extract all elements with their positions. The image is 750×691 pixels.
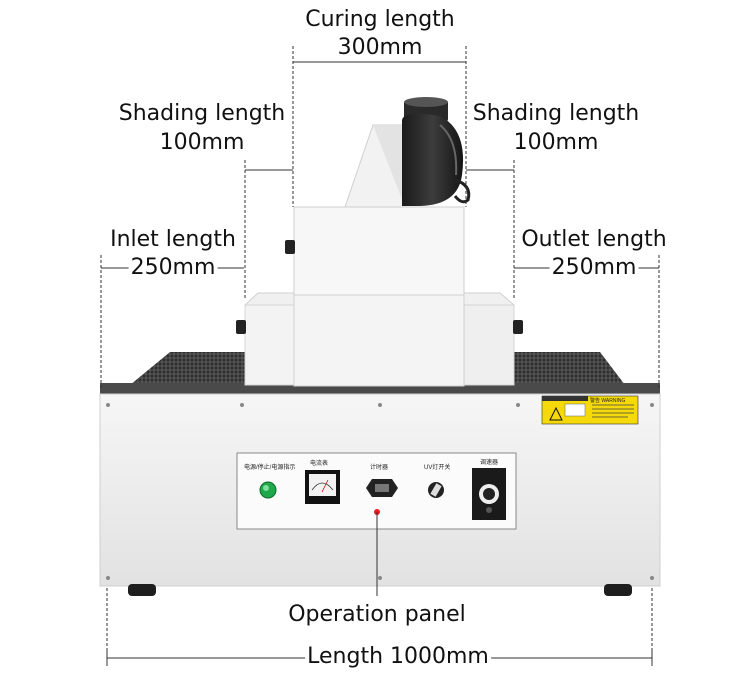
outlet-length-value: 250mm [549,255,639,281]
warning-sticker [541,395,639,425]
ammeter-gauge [305,470,340,504]
lamp-housing [285,124,465,387]
ammeter-caption: 电流表 [310,461,329,467]
shading-length-left-label: Shading length [116,101,288,127]
counter-display [366,479,398,497]
conveyor-belt [100,352,660,395]
inlet-length-value: 250mm [128,255,218,281]
power-caption: 电源/停止/电源指示 [244,465,296,471]
power-button[interactable] [259,481,277,499]
speed-controller[interactable] [472,468,506,520]
cooling-fan [402,97,471,206]
shading-length-left-value: 100mm [157,130,247,156]
warning-caption: 警告 WARNING [590,398,626,404]
curing-length-value: 300mm [337,35,423,60]
total-length-label: Length 1000mm [305,644,491,670]
curing-length-label: Curing length [303,7,457,33]
dimension-lines [100,46,660,668]
shading-length-right-label: Shading length [470,101,642,127]
counter-caption: 计时器 [370,465,389,471]
operation-panel-label: Operation panel [286,602,468,628]
uv-switch-caption: UV灯开关 [424,465,451,471]
inlet-length-label: Inlet length [108,227,238,253]
uv-lamp-switch[interactable] [428,482,444,498]
shading-cover-left [236,292,297,386]
speed-caption: 调速器 [480,460,499,466]
shading-length-right-value: 100mm [511,130,601,156]
shading-cover-right [463,292,523,386]
machine-feet [128,584,632,596]
outlet-length-label: Outlet length [519,227,669,253]
